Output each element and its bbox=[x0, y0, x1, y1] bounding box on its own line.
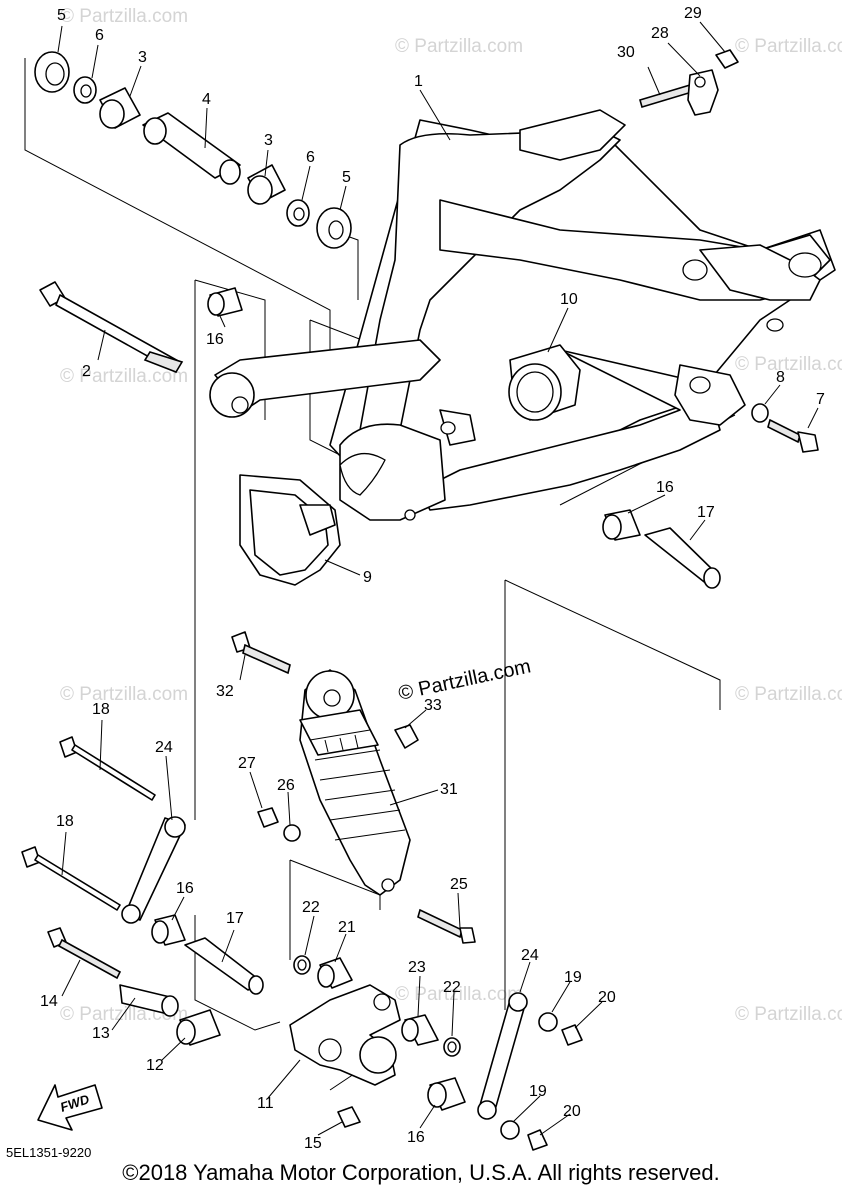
callout-number: 1 bbox=[414, 73, 423, 90]
callout-number: 31 bbox=[440, 781, 458, 798]
connecting-rods-left bbox=[21, 736, 186, 924]
callout-number: 18 bbox=[92, 701, 110, 718]
shock-absorber-part-31 bbox=[299, 669, 411, 896]
callout-number: 29 bbox=[684, 5, 702, 22]
callout-number: 16 bbox=[407, 1129, 425, 1146]
bolt-part-7 bbox=[751, 403, 819, 453]
callout-number: 7 bbox=[816, 391, 825, 408]
callout-number: 22 bbox=[302, 899, 320, 916]
callout-number: 24 bbox=[155, 739, 173, 756]
callout-number: 19 bbox=[529, 1083, 547, 1100]
callout-number: 15 bbox=[304, 1135, 322, 1152]
watermarks: © Partzilla.com © Partzilla.com © Partzi… bbox=[60, 6, 842, 1025]
copyright-notice: ©2018 Yamaha Motor Corporation, U.S.A. A… bbox=[122, 1160, 720, 1185]
callout-number: 3 bbox=[264, 132, 273, 149]
watermark-center: © Partzilla.com bbox=[396, 655, 532, 705]
callout-number: 23 bbox=[408, 959, 426, 976]
callout-number: 16 bbox=[656, 479, 674, 496]
fwd-arrow-icon: FWD bbox=[37, 1084, 103, 1131]
bracket-assembly bbox=[639, 49, 739, 116]
callout-number: 25 bbox=[450, 876, 468, 893]
bolt-part-25 bbox=[417, 908, 476, 944]
connecting-rod-right bbox=[477, 992, 583, 1151]
callout-number: 33 bbox=[424, 697, 442, 714]
watermark: © Partzilla.com bbox=[735, 684, 842, 705]
relay-bushings bbox=[293, 955, 461, 1057]
callout-number: 21 bbox=[338, 919, 356, 936]
watermark: © Partzilla.com bbox=[395, 984, 523, 1005]
nut-washer-27-26 bbox=[257, 807, 301, 842]
pivot-bolt-part-2 bbox=[39, 281, 184, 373]
callout-number: 4 bbox=[202, 91, 211, 108]
callout-number: 32 bbox=[216, 683, 234, 700]
callout-number: 6 bbox=[95, 27, 104, 44]
watermark: © Partzilla.com bbox=[60, 6, 188, 27]
bearing-nut-bottom bbox=[337, 1077, 466, 1128]
lower-left-bushings bbox=[47, 914, 264, 1046]
watermark: © Partzilla.com bbox=[735, 36, 842, 57]
callout-number: 16 bbox=[176, 880, 194, 897]
callout-number: 20 bbox=[563, 1103, 581, 1120]
callout-number: 30 bbox=[617, 44, 635, 61]
relay-arm-part-11 bbox=[289, 984, 401, 1086]
callout-number: 16 bbox=[206, 331, 224, 348]
callout-number: 18 bbox=[56, 813, 74, 830]
callout-number: 8 bbox=[776, 369, 785, 386]
callout-number: 26 bbox=[277, 777, 295, 794]
callout-number: 5 bbox=[57, 7, 66, 24]
callout-number: 14 bbox=[40, 993, 58, 1010]
bearing-collar-right bbox=[602, 509, 721, 589]
callout-number: 9 bbox=[363, 569, 372, 586]
watermark: © Partzilla.com bbox=[395, 36, 523, 57]
callout-number: 27 bbox=[238, 755, 256, 772]
callout-number: 28 bbox=[651, 25, 669, 42]
watermark: © Partzilla.com bbox=[735, 1004, 842, 1025]
cover-part-9 bbox=[239, 474, 341, 586]
callout-number: 20 bbox=[598, 989, 616, 1006]
diagram-code: 5EL1351-9220 bbox=[6, 1145, 91, 1160]
callout-number: 17 bbox=[697, 504, 715, 521]
callout-number: 3 bbox=[138, 49, 147, 66]
pivot-bearing-stack bbox=[34, 51, 352, 249]
callout-number: 17 bbox=[226, 910, 244, 927]
watermark: © Partzilla.com bbox=[60, 684, 188, 705]
callout-number: 6 bbox=[306, 149, 315, 166]
callout-number: 5 bbox=[342, 169, 351, 186]
pivot-linkage-arm bbox=[209, 339, 446, 521]
watermark: © Partzilla.com bbox=[60, 366, 188, 387]
bolt-part-32 bbox=[231, 631, 419, 749]
leader-lines bbox=[57, 21, 819, 1136]
bushing-part-10 bbox=[508, 344, 581, 421]
bearing-part-16-top bbox=[207, 287, 243, 317]
callout-number: 22 bbox=[443, 979, 461, 996]
watermark: © Partzilla.com bbox=[735, 354, 842, 375]
callout-number: 12 bbox=[146, 1057, 164, 1074]
callout-number: 13 bbox=[92, 1025, 110, 1042]
callout-number: 10 bbox=[560, 291, 578, 308]
callout-number: 11 bbox=[257, 1095, 274, 1112]
swingarm bbox=[329, 109, 836, 511]
callout-number: 24 bbox=[521, 947, 539, 964]
callout-number: 2 bbox=[82, 363, 91, 380]
callout-numbers: 5 6 3 4 3 6 5 1 30 28 29 2 16 10 8 7 16 … bbox=[40, 5, 825, 1152]
callout-number: 19 bbox=[564, 969, 582, 986]
assembly-lines bbox=[24, 58, 736, 1091]
